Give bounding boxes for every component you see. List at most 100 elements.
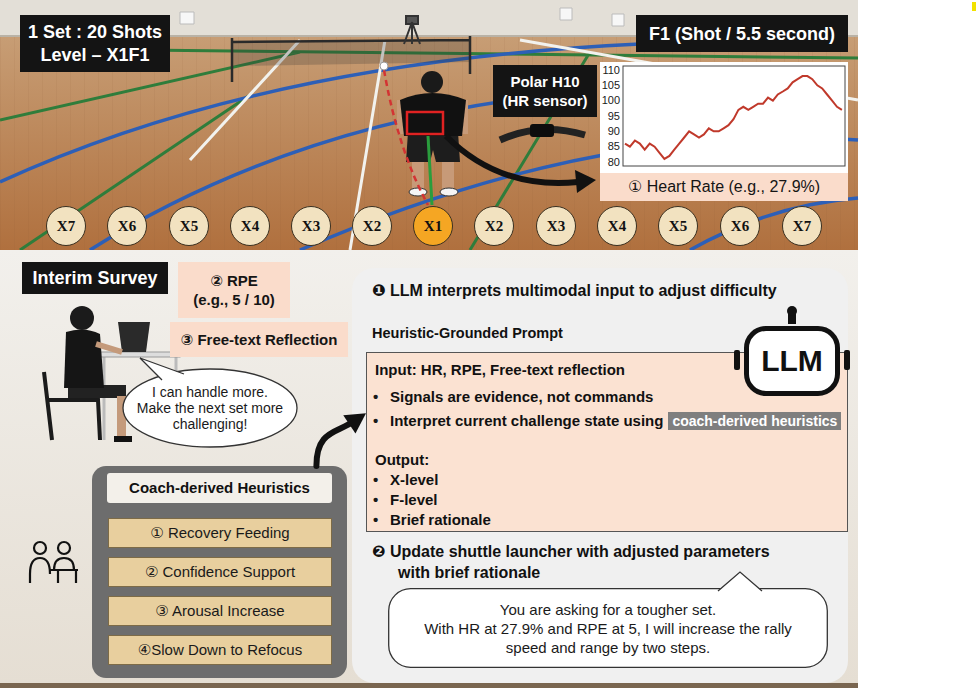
llm-panel: ❶ LLM interprets multimodal input to adj… <box>352 268 848 683</box>
player-shirt <box>400 93 466 136</box>
position-circle: X6 <box>107 206 147 246</box>
text-slot: • <box>373 388 378 406</box>
heuristic-box: ② Confidence Support <box>108 557 332 587</box>
court-line <box>190 40 858 250</box>
laptop <box>118 322 150 352</box>
input-box: ③ Free-text Reflection <box>170 322 348 357</box>
axis-tick: 105 <box>596 79 620 92</box>
text-slot: Signals are evidence, not commands <box>390 388 653 406</box>
text-slot: ❶ LLM interprets multimodal input to adj… <box>372 281 777 301</box>
text-slot: Interpret current challenge state using <box>390 412 663 430</box>
shuttle-trajectory <box>384 70 428 205</box>
heuristic-box: ① Recovery Feeding <box>108 518 332 548</box>
speech-bubble: You are asking for a tougher set.With HR… <box>388 588 828 668</box>
coach-head <box>58 542 70 554</box>
icon-ear <box>734 350 740 370</box>
shuttle-launcher <box>404 16 420 44</box>
icon-knob <box>787 306 797 316</box>
person-head <box>70 306 94 330</box>
axis-tick: 95 <box>596 110 620 123</box>
player-leg <box>442 158 454 190</box>
hr-curve <box>625 76 842 159</box>
position-circle: X5 <box>169 206 209 246</box>
node-text: ③ Arousal Increase <box>155 602 284 620</box>
metric-box: ① Heart Rate (e.g., 27.9%) <box>600 173 848 201</box>
text-slot: 90 <box>596 125 620 138</box>
position-circle: X3 <box>536 206 576 246</box>
icon-ear <box>844 350 850 370</box>
coach-head <box>34 542 46 554</box>
node-text: X2 <box>485 217 503 235</box>
coach-icon <box>30 542 78 583</box>
text-slot: Coach-derived Heuristics <box>107 473 332 503</box>
position-circle: X2 <box>474 206 514 246</box>
text-slot: Input: HR, RPE, Free-text reflection <box>375 361 625 379</box>
person-torso <box>64 329 104 388</box>
text-slot: X-level <box>390 471 438 489</box>
node-text: ④Slow Down to Refocus <box>138 641 302 659</box>
player-position-line <box>428 136 432 205</box>
person-arm <box>96 344 122 352</box>
node-text: Level – X1F1 <box>40 44 149 67</box>
node-text: Output: <box>375 451 429 469</box>
axis-tick: 80 <box>596 156 620 169</box>
position-circle: X6 <box>720 206 760 246</box>
node-text: Brief rationale <box>390 511 491 529</box>
node-text: X3 <box>302 217 320 235</box>
node-text: X2 <box>363 217 381 235</box>
text-slot: • <box>373 412 378 430</box>
coach-body <box>30 558 78 583</box>
bubble-tail <box>140 358 184 380</box>
position-circle: X7 <box>46 206 86 246</box>
bubble-tail <box>718 572 762 591</box>
text-slot: 110 <box>596 64 620 77</box>
bullet: • <box>373 388 378 406</box>
node-text: F-level <box>390 491 438 509</box>
text-slot: • <box>373 511 378 529</box>
node-text: ② RPE <box>210 271 258 290</box>
shuttle <box>380 62 388 70</box>
player-shoe <box>440 188 458 196</box>
court-line <box>0 50 858 250</box>
node-text: (e.g., 5 / 10) <box>193 290 275 309</box>
desk-top <box>100 352 180 357</box>
floor-planks <box>0 0 858 250</box>
position-circle: X2 <box>352 206 392 246</box>
axis-tick: 100 <box>596 94 620 107</box>
person-shoe <box>114 436 132 442</box>
node-text: X-level <box>390 471 438 489</box>
node-text: X3 <box>547 217 565 235</box>
bullet: • <box>373 412 378 430</box>
player-shorts <box>406 132 460 162</box>
panel-title: Coach-derived Heuristics <box>107 473 332 503</box>
bubble-outline <box>389 589 828 668</box>
position-circle: X5 <box>658 206 698 246</box>
court-line <box>0 44 858 250</box>
node-text: 1 Set : 20 Shots <box>28 21 162 44</box>
node-text: ② Confidence Support <box>145 563 295 581</box>
node-text: X6 <box>118 217 136 235</box>
text-slot: ❷ Update shuttle launcher with adjusted … <box>372 541 802 583</box>
node-text: ③ Free-text Reflection <box>181 330 338 349</box>
node-text: X5 <box>180 217 198 235</box>
text-slot: F-level <box>390 491 438 509</box>
hr-chart <box>600 62 848 173</box>
hr-plot-frame <box>623 66 845 166</box>
hr-pod <box>530 124 554 137</box>
text-slot: 105 <box>596 79 620 92</box>
sensor-marker <box>407 112 443 134</box>
bullet: • <box>373 511 378 529</box>
node-text: X7 <box>793 217 811 235</box>
net-mesh <box>232 40 470 66</box>
connector <box>316 413 366 466</box>
arrowhead <box>343 413 366 433</box>
bullet: • <box>373 471 378 489</box>
text-slot: 95 <box>596 110 620 123</box>
position-circle: X3 <box>291 206 331 246</box>
info-box: F1 (Shot / 5.5 second) <box>636 15 848 52</box>
axis-tick: 110 <box>596 64 620 77</box>
highlight-tag: coach-derived heuristics <box>668 412 841 430</box>
text-slot: Heuristic-Grounded Prompt <box>372 324 563 342</box>
node-text: X4 <box>241 217 259 235</box>
